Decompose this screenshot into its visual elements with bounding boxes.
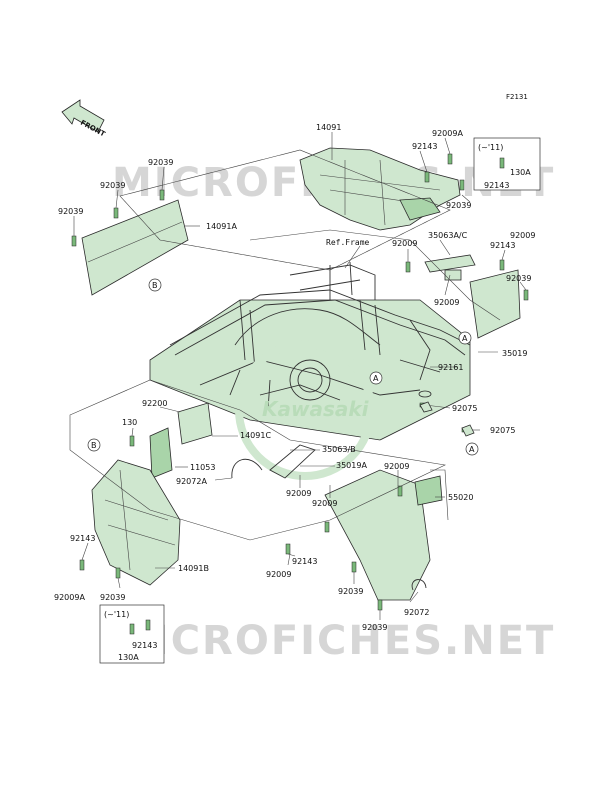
label-92075-a: 92075: [452, 404, 477, 413]
ref-markers: B B A A A: [87, 278, 479, 456]
label-130A-bottom: 130A: [118, 653, 139, 662]
label-92009-a: 92009: [392, 239, 417, 248]
label-92143-right: 92143: [490, 241, 515, 250]
part-14091B-front-fender: [91, 459, 181, 586]
label-92009A-top: 92009A: [432, 129, 463, 138]
label-92143-box-bottom: 92143: [132, 641, 157, 650]
part-92075-grommet-loose: [461, 424, 475, 437]
label-92143-top: 92143: [412, 142, 437, 151]
label-92200: 92200: [142, 399, 167, 408]
label-92039-d: 92039: [58, 207, 83, 216]
frame-assembly: [149, 261, 471, 441]
front-arrow-icon: FRONT: [61, 99, 107, 138]
label-35019: 35019: [502, 349, 527, 358]
label-92009-e: 92009: [286, 489, 311, 498]
ref-a-lower: A: [469, 445, 475, 454]
label-92039-left: 92039: [100, 593, 125, 602]
variant-box-bottom: (~'11) 92143 130A: [99, 604, 165, 664]
leader-lines: [69, 132, 527, 620]
ref-a-center: A: [373, 374, 379, 383]
label-92039-mid: 92039: [338, 587, 363, 596]
watermark-bottom: MICROFICHES.NET: [112, 618, 555, 664]
label-92161: 92161: [438, 363, 463, 372]
label-92039-right: 92039: [506, 274, 531, 283]
label-92143-mid: 92143: [292, 557, 317, 566]
variant-top-label: (~'11): [478, 143, 503, 152]
frame-base-plate: [149, 299, 471, 441]
ref-a-right: A: [462, 334, 468, 343]
ref-frame-label: Ref.Frame: [326, 238, 370, 247]
cover-detail: [399, 197, 441, 221]
label-92009A-left: 92009A: [54, 593, 85, 602]
label-14091C: 14091C: [240, 431, 271, 440]
label-92143-box-top: 92143: [484, 181, 509, 190]
part-14091A-side-panel: [81, 199, 189, 296]
part-11053-bracket: [149, 427, 173, 479]
label-92009-d: 92009: [384, 462, 409, 471]
bracket-tab: [444, 269, 462, 281]
label-35063AC: 35063A/C: [428, 231, 468, 240]
label-92009-g: 92009: [266, 570, 291, 579]
part-35019-right-panel: [469, 269, 521, 339]
label-55020: 55020: [448, 493, 473, 502]
label-14091B: 14091B: [178, 564, 209, 573]
label-35063B: 35063/B: [322, 445, 356, 454]
label-92072A: 92072A: [176, 477, 207, 486]
label-92143-left: 92143: [70, 534, 95, 543]
ref-b-left: B: [91, 441, 97, 450]
label-130: 130: [122, 418, 137, 427]
part-92075-grommet: [419, 401, 433, 413]
part-92072A-band: [231, 458, 263, 479]
label-130A-top: 130A: [510, 168, 531, 177]
label-92072: 92072: [404, 608, 429, 617]
label-35019A: 35019A: [336, 461, 367, 470]
variant-box-top: (~'11) 130A 92143: [473, 137, 541, 191]
part-labels: 14091 92009A 92143 92039 92039 92039 920…: [54, 123, 535, 632]
variant-bottom-label: (~'11): [104, 610, 129, 619]
part-14091C-plate: [177, 402, 213, 445]
label-14091: 14091: [316, 123, 341, 132]
label-11053: 11053: [190, 463, 215, 472]
ref-b-top: B: [152, 281, 158, 290]
label-92039-bottom: 92039: [362, 623, 387, 632]
brand-watermark-text: Kawasaki: [262, 397, 370, 421]
part-92161-washer: [418, 390, 432, 398]
label-92075-b: 92075: [490, 426, 515, 435]
label-92039-c: 92039: [446, 201, 471, 210]
label-14091A: 14091A: [206, 222, 237, 231]
label-92039-b: 92039: [100, 181, 125, 190]
label-92039-a: 92039: [148, 158, 173, 167]
label-92009-b: 92009: [434, 298, 459, 307]
label-92009-f: 92009: [312, 499, 337, 508]
label-92009-c: 92009: [510, 231, 535, 240]
brand-watermark-logo: Kawasaki: [235, 340, 375, 480]
part-35063AC-bracket: [424, 254, 476, 273]
figure-id: F2131: [506, 93, 528, 101]
mud-flap-bracket: [414, 475, 443, 506]
part-92072-clip: [411, 579, 427, 591]
